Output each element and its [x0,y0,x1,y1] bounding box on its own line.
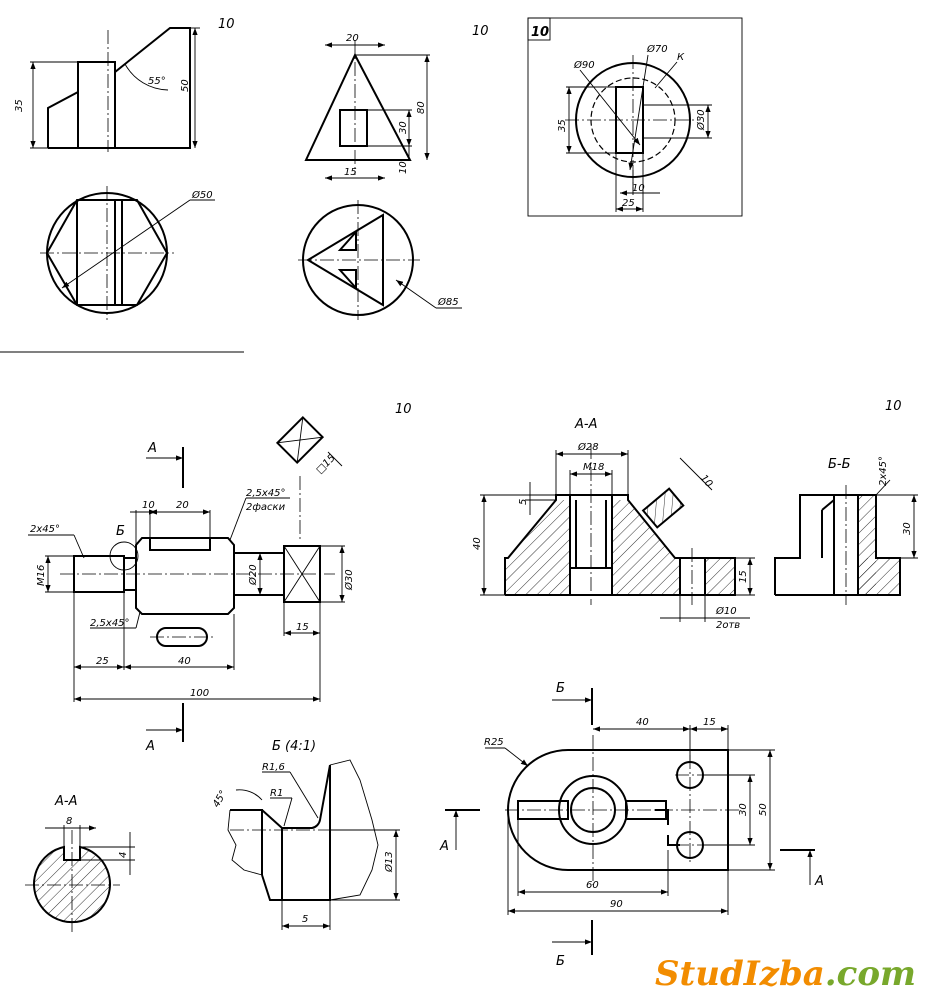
chamfer-bottom: 2,5x45° [90,618,130,629]
dim-10: 10 [632,183,645,194]
chamfer-count: 2фаски [246,502,286,513]
detail-title: Б (4:1) [272,739,316,754]
dim-m18: M18 [583,462,604,473]
section-a-left: А [439,839,449,854]
dim-50: 50 [758,803,769,816]
dim-dia28: Ø28 [577,441,599,453]
part-section-bb: Б-Б 30 2x45° [774,456,918,605]
section-a-top: А [147,441,157,456]
section-b-top: Б [556,681,565,696]
task-number: 10 [531,25,549,40]
dim-5: 5 [302,914,308,925]
chamfer-left: 2x45° [30,524,60,535]
dim-30: 30 [738,803,749,816]
dim-dia10: Ø10 [715,605,737,617]
dim-square: □15 [314,453,337,476]
part-plan: Б Б А А R25 40 15 [439,681,824,969]
dim-50: 50 [180,79,191,92]
dim-15: 15 [296,622,309,633]
part-section-aa: 10 А-А Ø28 M18 5 40 [472,399,902,631]
task-number: 10 [218,17,235,32]
dim-25: 25 [622,198,635,209]
dim-40: 40 [178,656,191,667]
dim-4: 4 [118,852,129,858]
section-title: А-А [54,794,77,809]
dim-25: 25 [96,656,109,667]
section-title: А-А [574,417,597,432]
logo-izba: Izba [743,954,825,994]
dim-dia30: Ø30 [343,569,355,591]
radius-r16: R1,6 [262,762,285,773]
dim-dia13: Ø13 [383,851,395,873]
dim-20: 20 [176,500,189,511]
radius-r1: R1 [270,788,283,799]
figure-3: 10 Ø90 Ø70 К 35 Ø30 10 25 [527,17,743,217]
dim-100: 100 [190,688,209,699]
figure-shaft: 10 А А Б □15 2x45° [28,402,412,754]
holes-count: 2отв [716,620,740,631]
dim-15: 15 [703,717,716,728]
section-b-bottom: Б [556,954,565,969]
dim-35: 35 [14,99,25,112]
dim-dia85: Ø85 [437,296,459,308]
chamfer: 2x45° [878,456,889,486]
angle-label: 55° [148,76,166,87]
dim-35: 35 [557,119,568,132]
dim-90: 90 [610,899,623,910]
section-a-bottom: А [145,739,155,754]
dim-dia70: Ø70 [646,43,668,55]
logo-com: .com [825,954,916,994]
dim-10: 10 [698,473,715,490]
task-number: 10 [885,399,902,414]
section-title: Б-Б [828,457,851,472]
angle-45: 45° [211,789,229,810]
dim-dia20: Ø20 [247,564,259,586]
dim-dia90: Ø90 [573,59,595,71]
dim-40: 40 [636,717,649,728]
studizba-logo: StudIzba.com [655,954,916,994]
detail-b: Б (4:1) R1,6 R1 45° Ø13 5 [211,739,400,930]
dim-30: 30 [398,121,409,134]
chamfer-right: 2,5x45° [246,488,286,499]
task-number: 10 [395,402,412,417]
dim-m16: M16 [36,565,47,586]
dim-60: 60 [586,880,599,891]
section-aa-keyway: А-А 8 4 [25,794,135,935]
figure-2: 10 20 80 30 10 15 Ø85 [298,24,489,320]
dim-15: 15 [738,570,749,583]
dim-dia50: Ø50 [191,189,213,201]
section-a-right: А [814,874,824,889]
dim-8: 8 [66,816,72,827]
dim-5: 5 [518,499,529,505]
dim-15: 15 [344,167,357,178]
dim-dia30: Ø30 [695,109,707,131]
svg-text:StudIzba.com: StudIzba.com [655,954,916,994]
dim-10: 10 [398,161,409,174]
logo-stud: Stud [655,954,744,994]
radius-r25: R25 [484,737,504,748]
figure-1: 10 35 55° 50 Ø50 [14,17,235,320]
label-k: К [677,52,685,63]
label-b: Б [116,524,125,539]
dim-10: 10 [142,500,155,511]
dim-40: 40 [472,537,483,550]
dim-80: 80 [416,101,427,114]
task-number: 10 [472,24,489,39]
dim-30: 30 [902,522,913,535]
dim-20: 20 [346,33,359,44]
